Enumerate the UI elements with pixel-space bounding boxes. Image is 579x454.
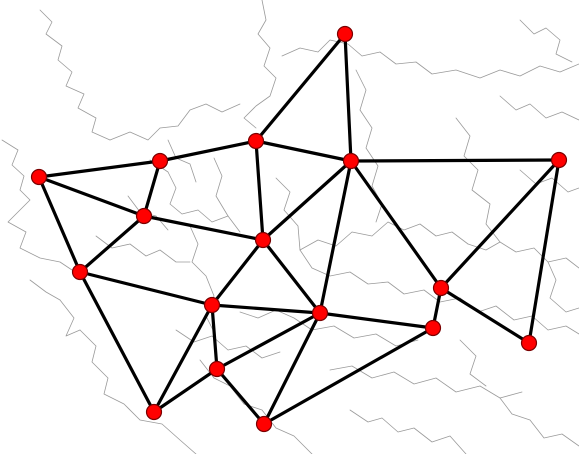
border-netherlands xyxy=(167,139,197,183)
border-spain-france xyxy=(59,299,81,337)
network-node-n2 xyxy=(151,152,169,170)
border-france-inner xyxy=(95,235,191,263)
border-southeast xyxy=(499,397,579,447)
border-west-inland xyxy=(29,279,61,301)
network-edge-n12-n17 xyxy=(439,286,531,345)
network-edge-n11-n13 xyxy=(215,311,322,371)
network-node-n13 xyxy=(208,360,226,378)
network-edge-n7-n8 xyxy=(78,214,146,274)
network-node-n7 xyxy=(135,207,153,225)
network-edge-n7-n9 xyxy=(142,214,265,242)
coastline-west xyxy=(1,139,73,271)
coastline-denmark xyxy=(243,0,277,129)
network-node-n1 xyxy=(30,168,48,186)
network-node-n4 xyxy=(336,25,354,43)
network-node-n15 xyxy=(255,415,273,433)
border-benelux xyxy=(149,159,229,223)
network-node-n5 xyxy=(342,152,360,170)
border-italy xyxy=(199,359,313,454)
network-edge-n6-n17 xyxy=(527,158,561,345)
border-switzerland xyxy=(175,329,281,359)
coastline-baltic xyxy=(281,39,579,79)
network-edge-n9-n10 xyxy=(210,238,265,307)
network-edge-n1-n8 xyxy=(37,175,82,274)
network-edge-n9-n11 xyxy=(261,238,322,315)
network-node-n11 xyxy=(311,304,329,322)
network-edge-n10-n13 xyxy=(210,303,219,371)
coastline-baltic-east xyxy=(519,19,573,63)
coastline-north xyxy=(109,103,241,141)
coastline-northwest xyxy=(39,9,111,141)
border-ukraine xyxy=(519,169,579,193)
border-czech xyxy=(299,221,469,251)
border-serbia xyxy=(459,339,487,387)
border-slovenia-croatia xyxy=(329,365,523,399)
network-edge-n8-n14 xyxy=(78,270,156,414)
network-node-n9 xyxy=(254,231,272,249)
network-edge-n2-n3 xyxy=(158,139,258,163)
border-germany-inner xyxy=(275,177,301,251)
coastline-mediterranean xyxy=(79,329,197,454)
network-nodes xyxy=(30,25,568,433)
network-edge-n3-n5 xyxy=(254,139,353,163)
border-hungary xyxy=(459,297,579,335)
network-edge-n5-n9 xyxy=(261,159,353,242)
network-edge-n11-n16 xyxy=(318,311,435,330)
network-node-n14 xyxy=(145,403,163,421)
network-edge-n4-n5 xyxy=(343,32,353,163)
network-edge-n3-n9 xyxy=(254,139,265,242)
network-edge-n13-n14 xyxy=(152,367,219,414)
border-romania xyxy=(547,261,579,313)
network-edge-n1-n7 xyxy=(37,175,146,218)
network-edge-n13-n15 xyxy=(215,367,266,426)
network-node-n12 xyxy=(432,279,450,297)
network-edge-n8-n10 xyxy=(78,270,214,307)
border-austria xyxy=(239,309,419,347)
network-node-n16 xyxy=(424,319,442,337)
network-node-n10 xyxy=(203,296,221,314)
network-edge-n3-n4 xyxy=(254,32,347,143)
network-edge-n2-n7 xyxy=(142,159,162,218)
network-node-n3 xyxy=(247,132,265,150)
border-germany-west xyxy=(213,157,241,233)
network-edge-n10-n11 xyxy=(210,303,322,315)
network-edge-n5-n12 xyxy=(349,159,443,290)
border-poland-east xyxy=(455,117,501,243)
network-edge-n6-n12 xyxy=(439,158,561,290)
border-czech-south xyxy=(299,249,461,303)
network-edge-n10-n14 xyxy=(152,303,214,414)
network-edge-n1-n2 xyxy=(37,159,162,179)
network-edge-n15-n16 xyxy=(262,326,435,426)
network-edge-n11-n15 xyxy=(262,311,322,426)
coastline-adriatic xyxy=(349,409,467,454)
network-edge-n5-n6 xyxy=(349,158,561,163)
network-node-n8 xyxy=(71,263,89,281)
network-node-n17 xyxy=(520,334,538,352)
network-node-n6 xyxy=(550,151,568,169)
border-slovakia xyxy=(467,241,579,269)
border-belarus xyxy=(499,95,579,121)
network-edge-n5-n11 xyxy=(318,159,353,315)
